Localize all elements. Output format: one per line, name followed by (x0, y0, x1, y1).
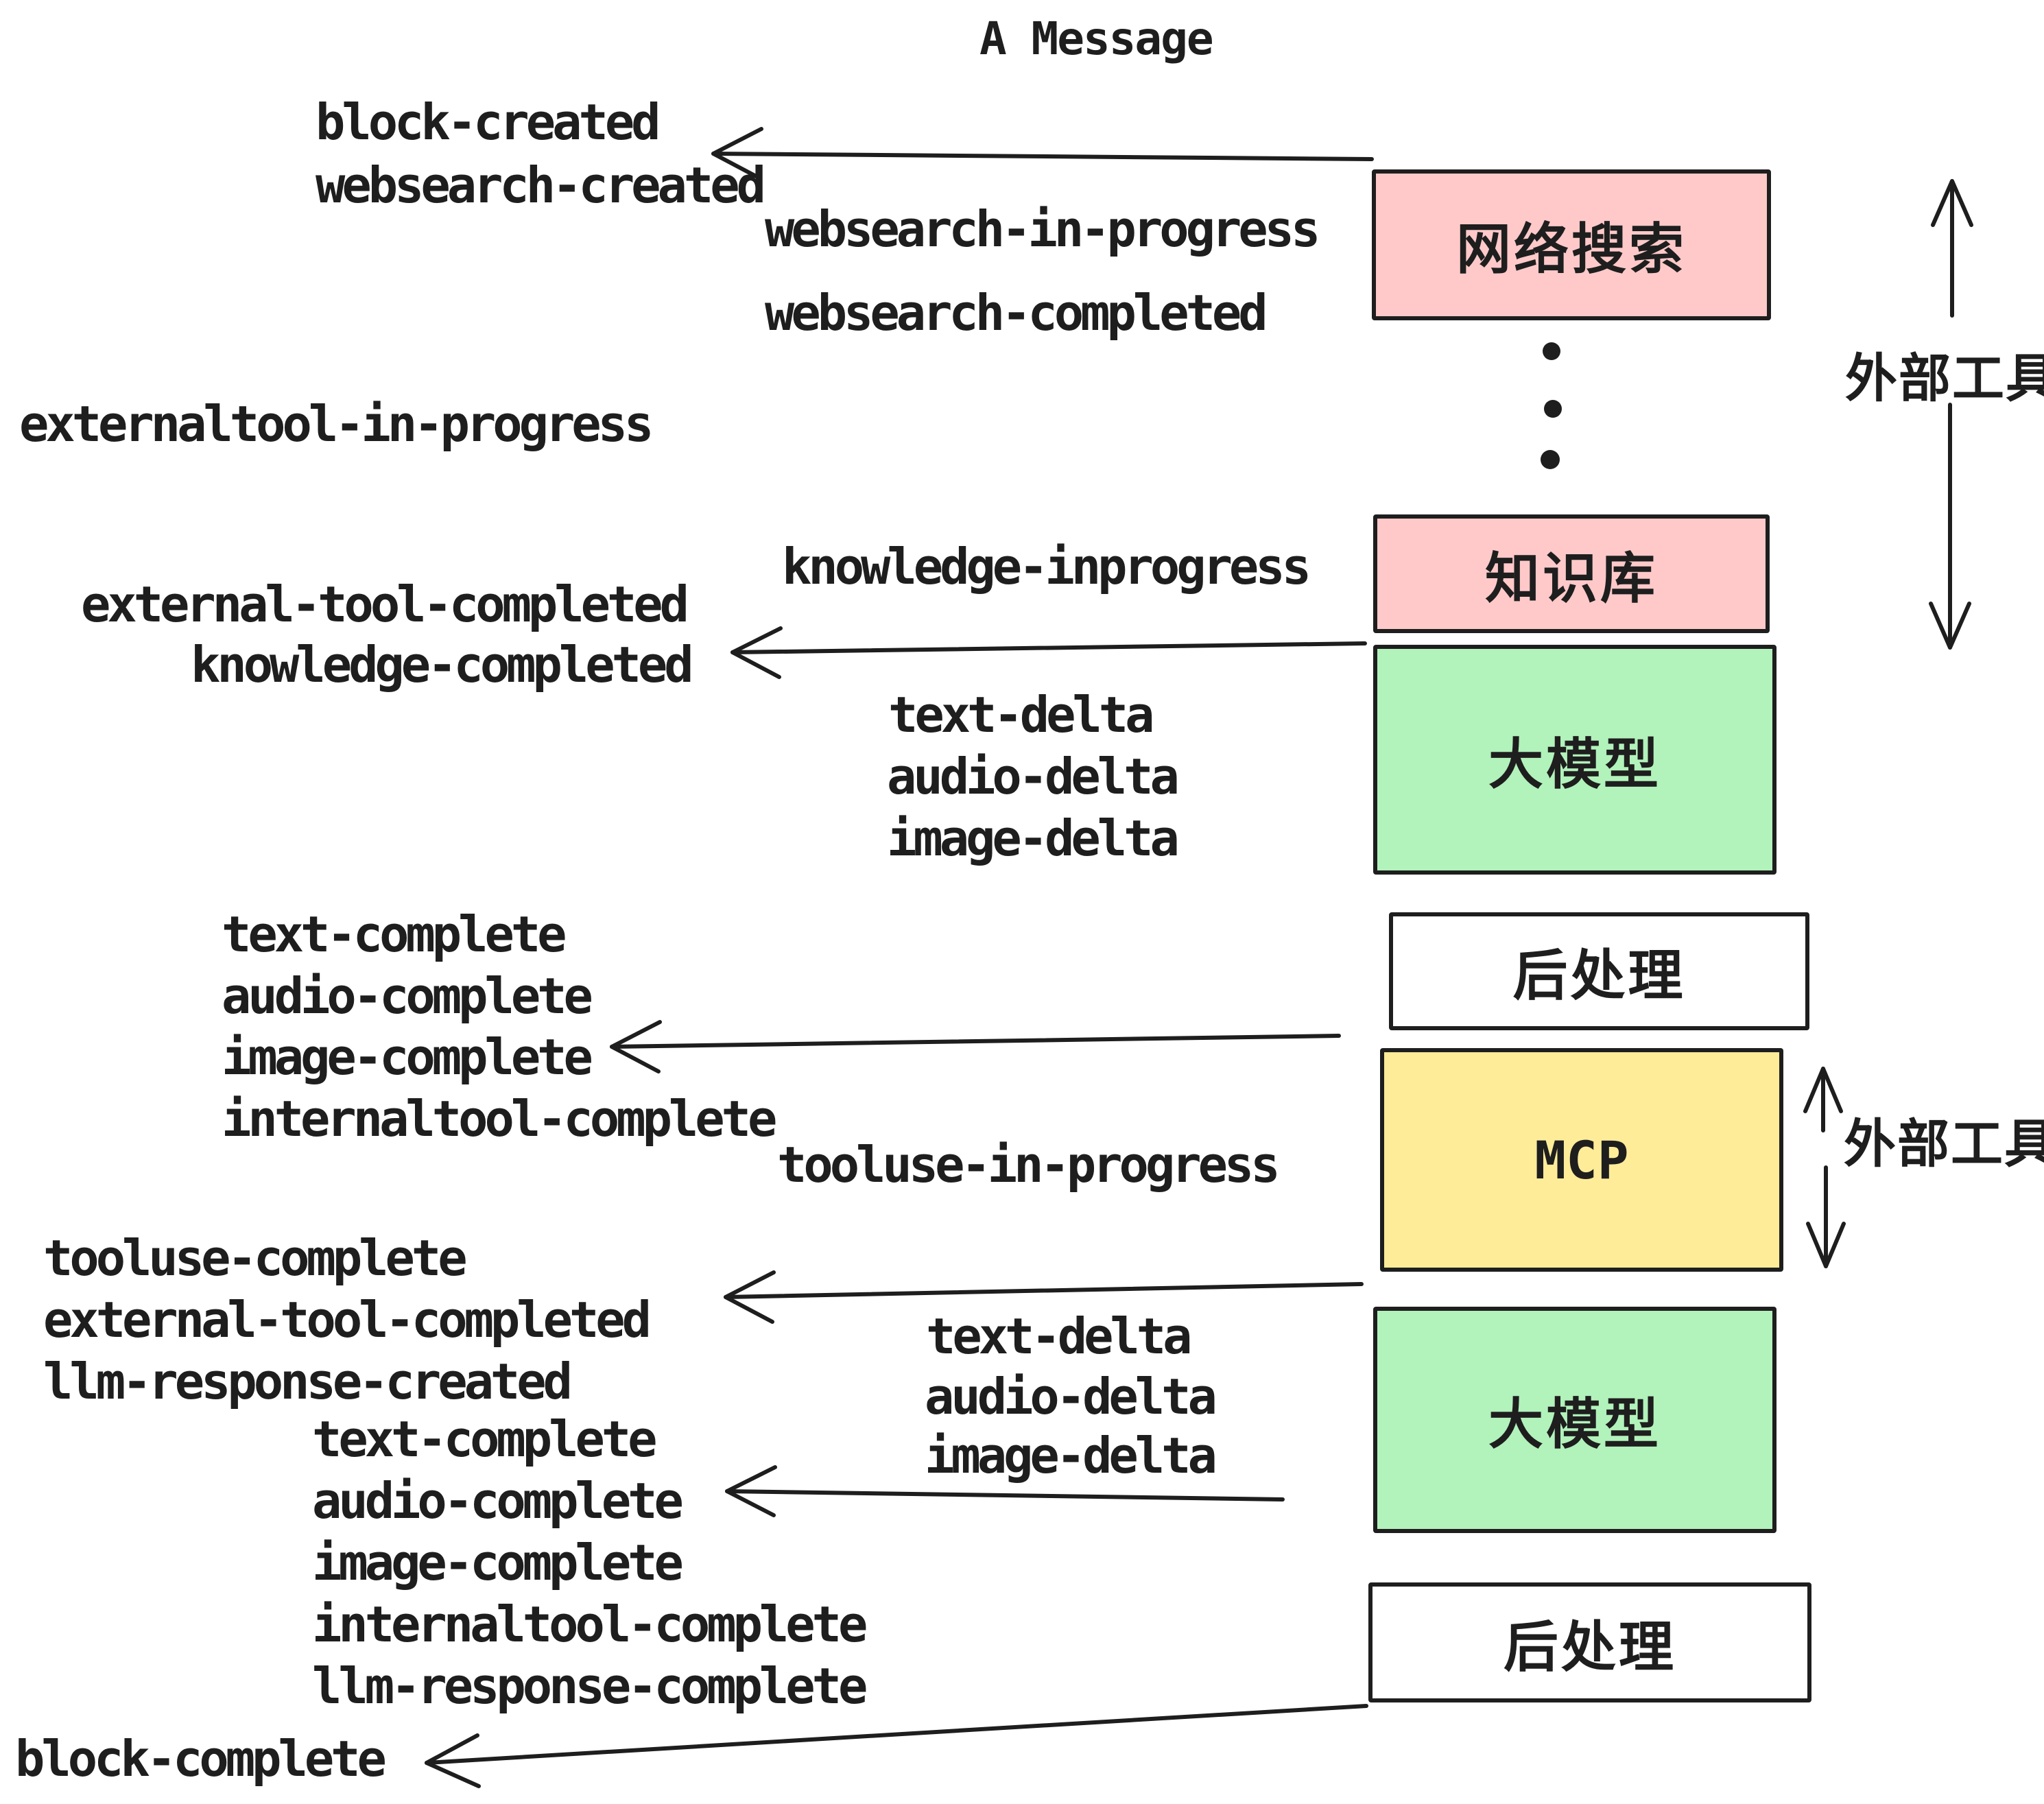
event-label-text-complete-2: text-complete (312, 1410, 658, 1468)
event-label-image-complete-2: image-complete (312, 1534, 684, 1591)
box-postprocess-1-label: 后处理 (1512, 944, 1686, 1008)
diagram-title: A Message (979, 12, 1214, 65)
event-label-text-delta-1: text-delta (888, 686, 1154, 744)
arrow-mcp-to-tooluse (724, 1270, 1364, 1324)
box-postprocess-2-label: 后处理 (1504, 1615, 1676, 1679)
box-mcp: MCP (1380, 1048, 1783, 1272)
event-label-image-complete-1: image-complete (222, 1028, 593, 1086)
event-label-externaltool-in-progress: externaltool-in-progress (19, 395, 654, 453)
box-postprocess-2: 后处理 (1368, 1582, 1811, 1702)
event-label-websearch-completed: websearch-completed (765, 284, 1268, 342)
arrow-external-tool-up-top (1931, 179, 1973, 318)
arrow-external-tool-down-top (1929, 403, 1971, 650)
event-label-block-created: block-created (316, 93, 661, 151)
box-knowledge: 知识库 (1373, 514, 1770, 633)
event-label-internaltool-complete-2: internaltool-complete (312, 1595, 868, 1653)
event-label-audio-delta-2: audio-delta (925, 1368, 1217, 1425)
box-mcp-label: MCP (1534, 1129, 1629, 1191)
arrow-external-tool-up-bottom (1803, 1067, 1843, 1132)
event-label-websearch-created: websearch-created (316, 156, 766, 214)
event-label-knowledge-inprogress: knowledge-inprogress (782, 538, 1311, 595)
box-websearch: 网络搜索 (1372, 169, 1771, 320)
event-label-image-delta-2: image-delta (925, 1427, 1217, 1484)
event-label-external-tool-completed-2: external-tool-completed (43, 1291, 652, 1349)
event-label-llm-response-complete: llm-response-complete (312, 1657, 868, 1715)
arrow-knowledge-to-completed (730, 626, 1367, 679)
event-label-audio-delta-1: audio-delta (887, 748, 1180, 805)
event-label-tooluse-in-progress: tooluse-in-progress (777, 1136, 1281, 1194)
ellipsis-dots (1541, 342, 1562, 469)
event-label-text-delta-2: text-delta (926, 1307, 1192, 1365)
box-llm-2: 大模型 (1373, 1307, 1776, 1533)
event-label-external-tool-completed: external-tool-completed (81, 575, 689, 633)
arrow-post1-to-complete (610, 1020, 1341, 1073)
event-label-knowledge-completed: knowledge-completed (191, 636, 694, 693)
box-llm-2-label: 大模型 (1488, 1392, 1661, 1456)
event-label-block-complete: block-complete (15, 1730, 387, 1788)
box-postprocess-1: 后处理 (1389, 912, 1809, 1030)
box-knowledge-label: 知识库 (1485, 546, 1658, 610)
event-label-internaltool-complete-1: internaltool-complete (222, 1090, 777, 1148)
event-label-audio-complete-1: audio-complete (222, 967, 593, 1025)
arrow-external-tool-down-bottom (1806, 1165, 1846, 1268)
external-tool-label-top: 外部工具 (1845, 348, 2044, 409)
event-label-llm-response-created: llm-response-created (43, 1353, 573, 1410)
arrow-websearch-to-created (711, 127, 1374, 180)
event-label-image-delta-1: image-delta (887, 809, 1180, 867)
external-tool-label-bottom: 外部工具 (1844, 1113, 2044, 1174)
arrow-llm2-to-complete (725, 1465, 1285, 1517)
event-label-websearch-in-progress: websearch-in-progress (765, 200, 1320, 258)
event-label-tooluse-complete: tooluse-complete (43, 1229, 468, 1287)
box-websearch-label: 网络搜索 (1456, 217, 1687, 281)
box-llm-1-label: 大模型 (1488, 732, 1661, 796)
box-llm-1: 大模型 (1373, 645, 1776, 875)
event-label-text-complete-1: text-complete (222, 905, 567, 963)
arrow-post2-to-block-complete (425, 1704, 1368, 1788)
event-label-audio-complete-2: audio-complete (312, 1472, 684, 1530)
